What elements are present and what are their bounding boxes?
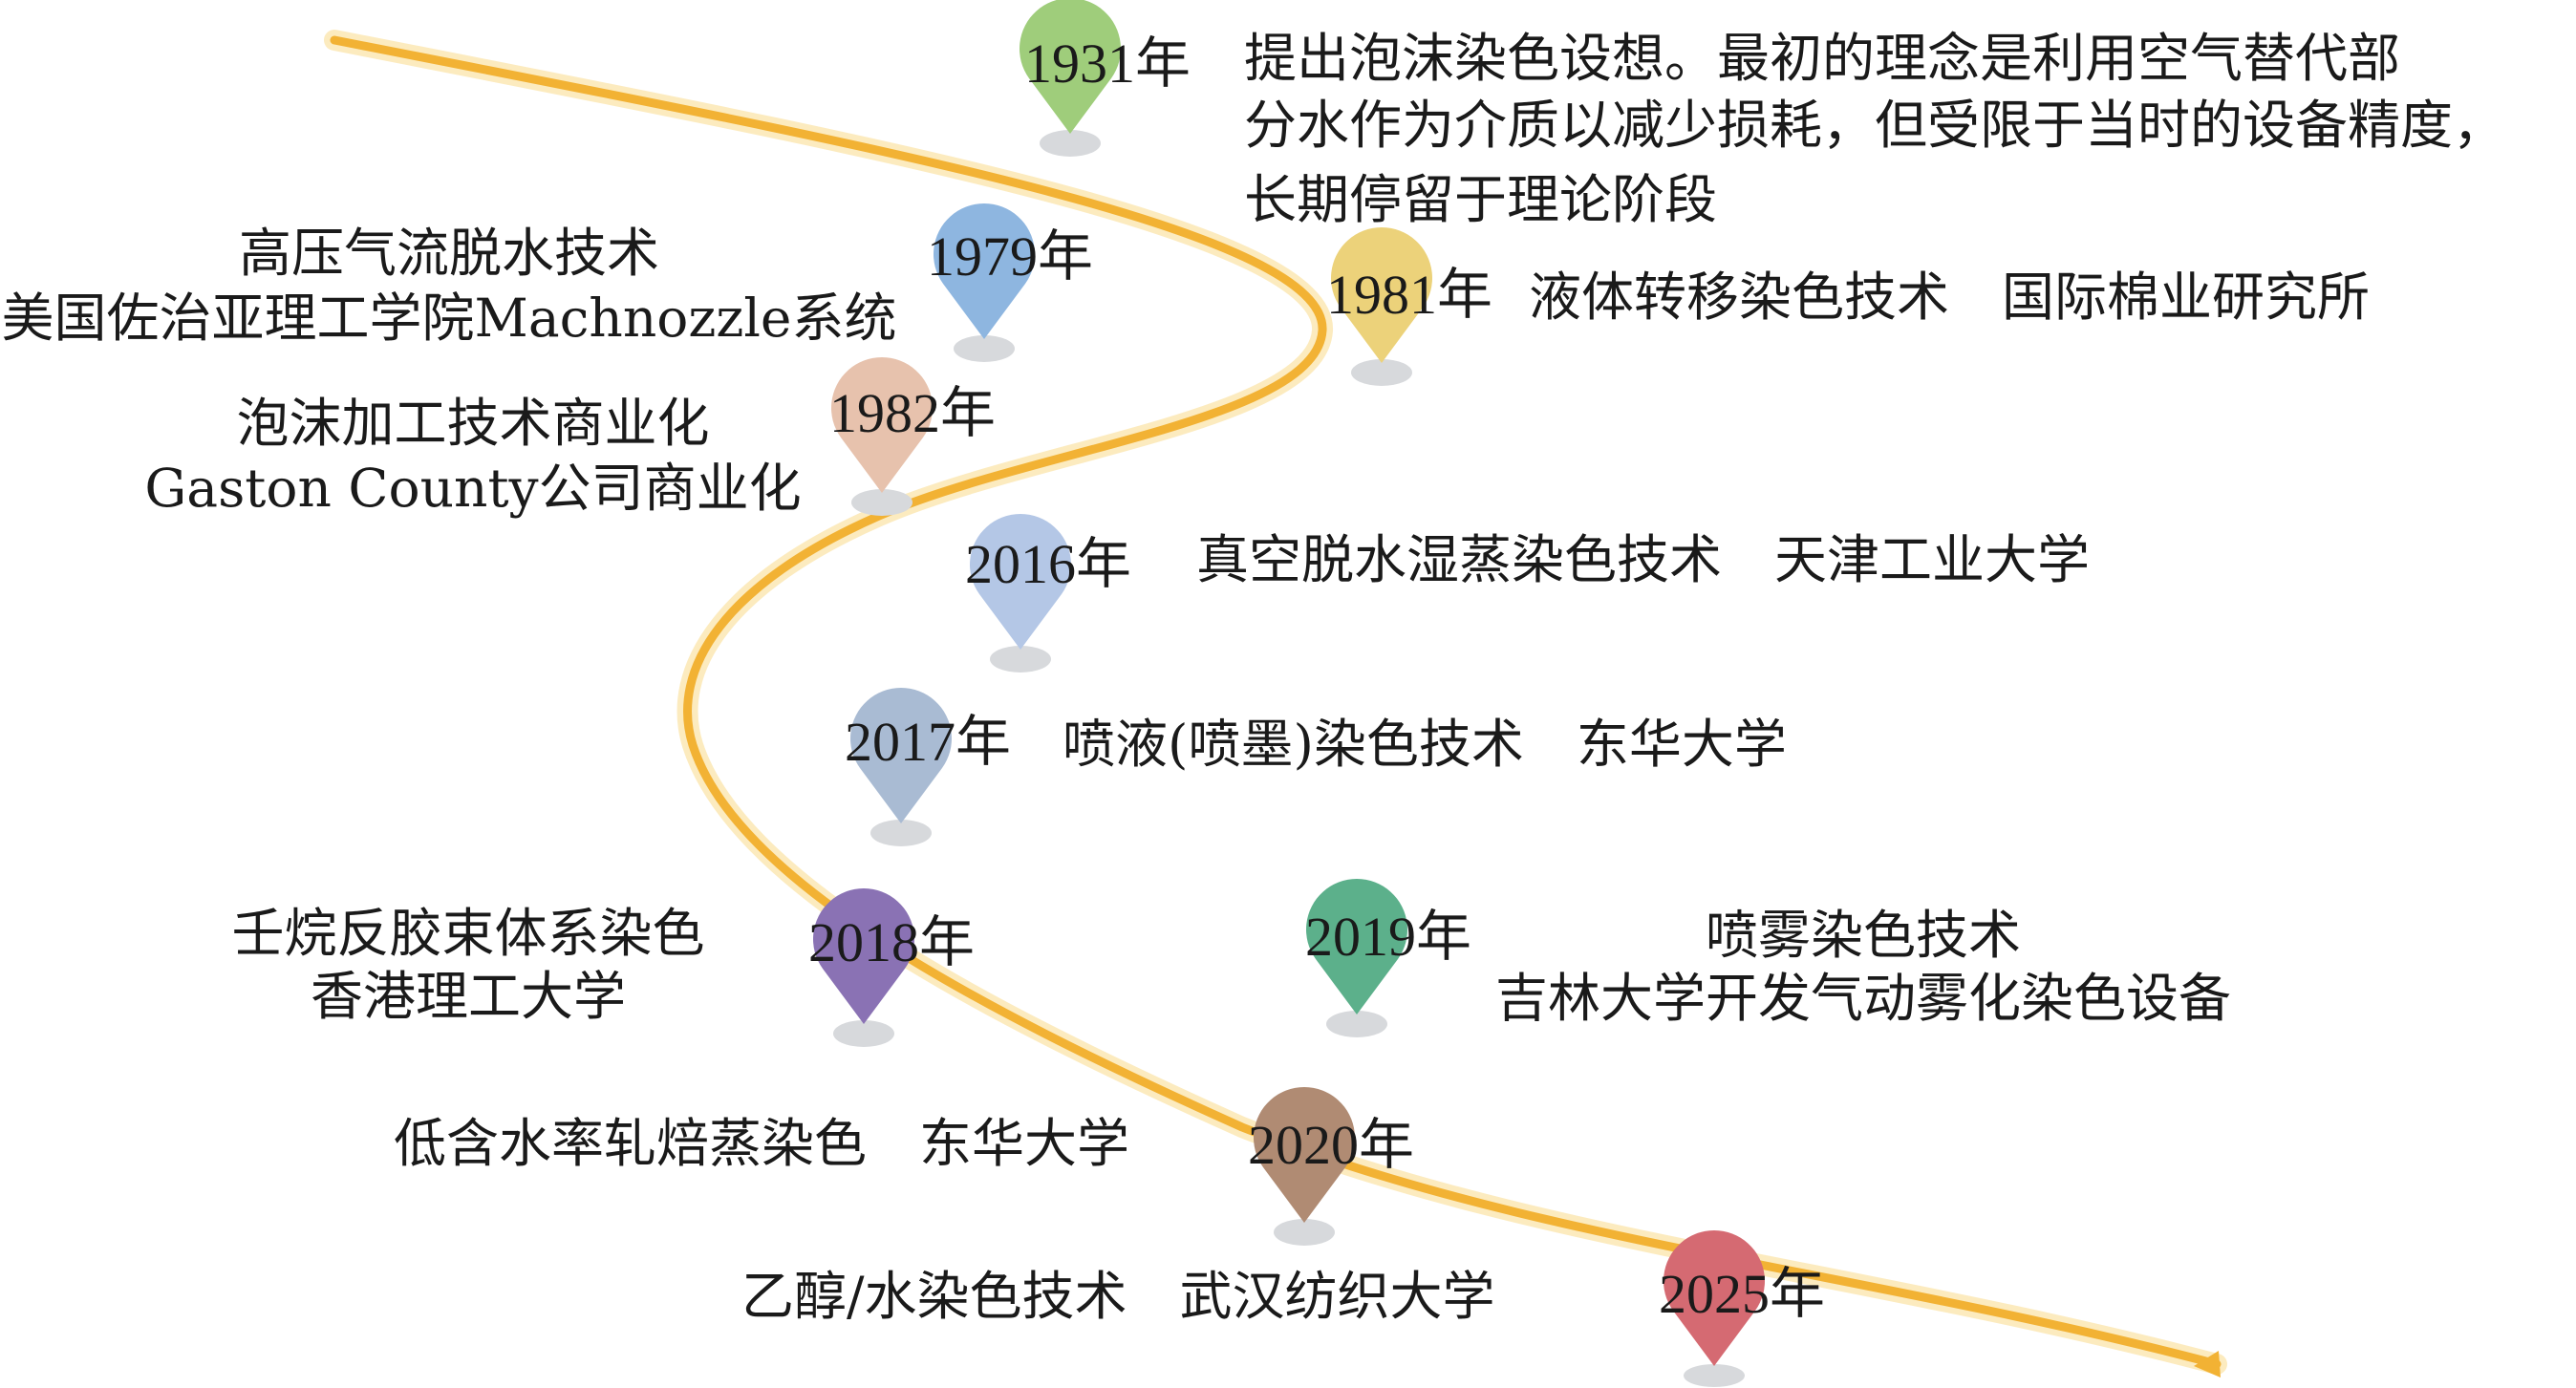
marker-2019 — [1306, 879, 1407, 1037]
marker-2025 — [1664, 1230, 1765, 1387]
year-label-1981: 1981年 — [1326, 264, 1493, 326]
event-2018-line-2: 香港理工大学 — [310, 966, 626, 1027]
marker-2016 — [970, 514, 1071, 673]
year-label-2016: 2016年 — [965, 533, 1132, 595]
event-2025-line-1: 乙醇/水染色技术 武汉纺织大学 — [741, 1266, 1495, 1327]
marker-2020 — [1254, 1087, 1356, 1246]
year-label-1982: 1982年 — [829, 382, 997, 444]
event-1979-line-2: 美国佐治亚理工学院Machnozzle系统 — [1, 288, 897, 349]
curve-arrowhead — [2194, 1351, 2221, 1377]
marker-2017 — [850, 688, 953, 846]
year-label-2025: 2025年 — [1659, 1263, 1826, 1325]
marker-2018 — [813, 888, 914, 1047]
event-1931-line-3: 长期停留于理论阶段 — [1244, 169, 1718, 230]
year-label-1979: 1979年 — [927, 225, 1094, 288]
event-2019-line-2: 吉林大学开发气动雾化染色设备 — [1494, 968, 2231, 1029]
marker-1981 — [1331, 227, 1432, 386]
year-label-2017: 2017年 — [845, 711, 1012, 773]
event-1931-line-2: 分水作为介质以减少损耗，但受限于当时的设备精度， — [1244, 95, 2506, 156]
year-label-1931: 1931年 — [1024, 32, 1191, 95]
marker-1979 — [934, 203, 1036, 362]
marker-1982 — [831, 357, 933, 516]
year-label-2019: 2019年 — [1305, 906, 1472, 968]
event-2019-line-1: 喷雾染色技术 — [1705, 905, 2021, 966]
event-1979-line-1: 高压气流脱水技术 — [238, 223, 659, 284]
curve-line — [330, 35, 2222, 1369]
event-2017-line-1: 喷液(喷墨)染色技术 东华大学 — [1063, 714, 1787, 775]
event-2020-line-1: 低含水率轧焙蒸染色 东华大学 — [394, 1113, 1130, 1174]
event-1981-line-1: 液体转移染色技术 国际棉业研究所 — [1529, 267, 2371, 328]
event-1982-line-2: Gaston County公司商业化 — [144, 458, 802, 519]
marker-1931 — [1020, 0, 1121, 157]
event-1931-line-1: 提出泡沫染色设想。最初的理念是利用空气替代部 — [1244, 28, 2401, 89]
year-label-2018: 2018年 — [808, 911, 976, 973]
event-1982-line-1: 泡沫加工技术商业化 — [236, 393, 710, 454]
year-label-2020: 2020年 — [1248, 1114, 1415, 1176]
event-2016-line-1: 真空脱水湿蒸染色技术 天津工业大学 — [1196, 529, 2091, 590]
event-2018-line-1: 壬烷反胶束体系染色 — [231, 903, 705, 964]
